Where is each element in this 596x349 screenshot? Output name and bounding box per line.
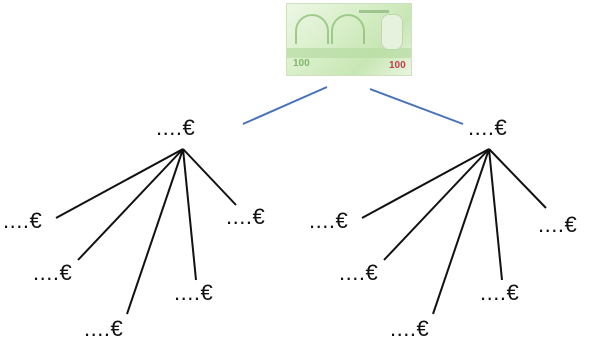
node-leaf: ....€ <box>390 316 430 341</box>
node-level1-left: ....€ <box>156 115 196 140</box>
branch-line <box>182 148 237 206</box>
connector-line-root-right <box>369 88 464 125</box>
branch-line <box>361 148 490 219</box>
banknote-denomination: 100 <box>389 60 406 71</box>
node-leaf: ....€ <box>33 260 73 285</box>
node-level1-right: ....€ <box>468 115 508 140</box>
branch-line <box>432 148 490 315</box>
node-leaf: ....€ <box>309 208 349 233</box>
banknote-denomination-small: 100 <box>293 58 310 69</box>
node-leaf: ....€ <box>174 280 214 305</box>
branch-line <box>182 148 197 281</box>
node-leaf: ....€ <box>538 212 578 237</box>
branch-line <box>488 148 503 281</box>
banknote-stripe <box>287 48 411 58</box>
node-leaf: ....€ <box>3 208 43 233</box>
euro-banknote-icon: 100 100 <box>286 3 412 76</box>
branch-line <box>383 148 490 261</box>
branch-line <box>488 148 547 209</box>
branch-line <box>55 148 184 219</box>
node-leaf: ....€ <box>84 316 124 341</box>
banknote-arch <box>331 14 365 44</box>
node-leaf: ....€ <box>480 280 520 305</box>
connector-line-root-left <box>242 86 328 125</box>
banknote-serial <box>359 10 389 13</box>
banknote-portrait <box>381 14 403 50</box>
banknote-arch <box>295 14 329 44</box>
branch-line <box>77 148 184 261</box>
node-leaf: ....€ <box>339 260 379 285</box>
node-leaf: ....€ <box>226 204 266 229</box>
branch-line <box>126 148 184 315</box>
